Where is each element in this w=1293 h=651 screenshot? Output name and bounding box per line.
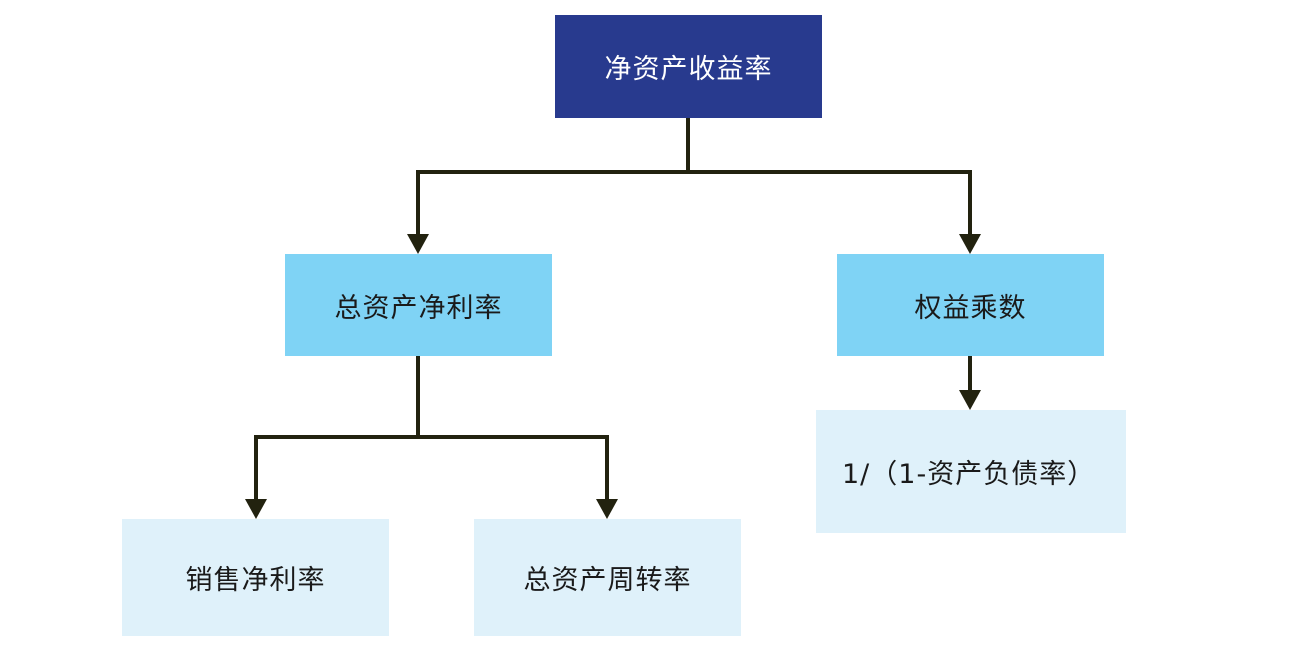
arrowhead-roa (407, 234, 429, 254)
node-label: 销售净利率 (185, 565, 326, 596)
arrowhead-npm (245, 499, 267, 519)
node-label: 净资产收益率 (604, 54, 773, 85)
node-label: 权益乘数 (914, 292, 1027, 324)
node-net-profit-margin: 销售净利率 (122, 519, 389, 636)
node-return-on-assets: 总资产净利率 (285, 254, 552, 356)
node-label: 1/（1-资产负债率） (842, 459, 1096, 490)
node-equity-multiplier: 权益乘数 (837, 254, 1104, 356)
node-debt-ratio-formula: 1/（1-资产负债率） (816, 410, 1126, 533)
node-label: 总资产周转率 (523, 565, 692, 596)
node-total-asset-turnover: 总资产周转率 (474, 519, 741, 636)
node-label: 总资产净利率 (334, 292, 503, 324)
arrowhead-dr (959, 390, 981, 410)
node-return-on-equity: 净资产收益率 (555, 15, 822, 118)
arrowhead-em (959, 234, 981, 254)
arrowhead-tat (596, 499, 618, 519)
